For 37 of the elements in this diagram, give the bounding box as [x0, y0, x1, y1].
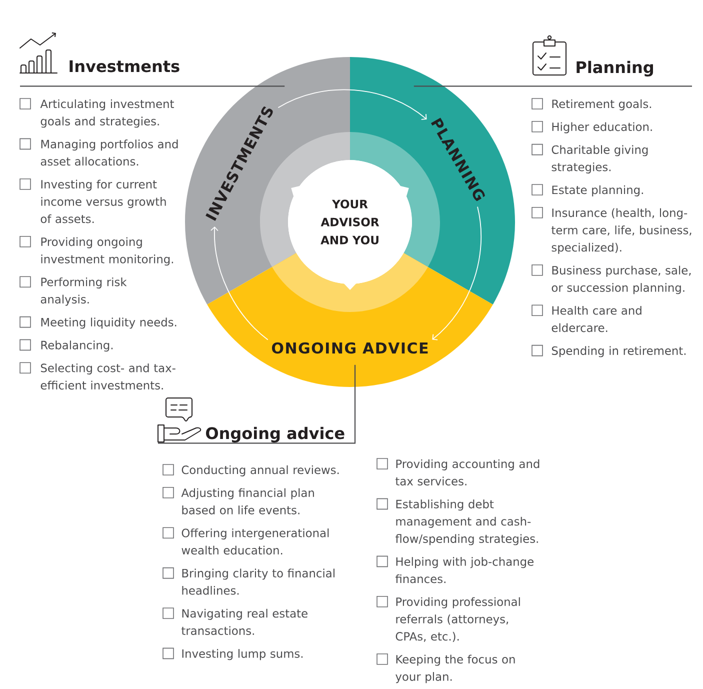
checklist-item: Providing professional referrals (attorneys, CPAs, etc.).	[396, 597, 520, 642]
leader-line	[20, 86, 285, 87]
checklist-item: Business purchase, sale, or succession planning.	[552, 266, 691, 294]
checklist-item: Navigating real estate transactions.	[182, 608, 308, 635]
heading: Ongoing advice	[206, 426, 344, 442]
checklist-item: Investing for current income versus growth of assets.	[40, 180, 166, 224]
checklist-item: Meeting liquidity needs.	[41, 318, 176, 329]
checklist-item: Higher education.	[552, 122, 652, 134]
heading: Investments	[70, 60, 180, 72]
checklist-item: Bringing clarity to financial headlines.	[182, 568, 334, 595]
checklist-item: Managing portfolios and asset allocations.	[40, 140, 178, 166]
curved-arrow	[210, 226, 268, 340]
heading: Planning	[576, 60, 653, 76]
checklist-item: Articulating investment goals and strategies.	[40, 99, 174, 128]
checklist-item: Helping with job-change finances.	[395, 557, 534, 584]
checklist-item: Providing accounting and tax services.	[396, 459, 540, 486]
checklist-item: Adjusting financial plan based on life events.	[181, 488, 314, 514]
checklist-item: Investing lump sums.	[182, 649, 303, 660]
checklist-item: Selecting cost- and tax-efficient investments.	[40, 363, 176, 390]
checklist-item: Establishing debt management and cash-flow/spending strategies.	[395, 500, 538, 546]
curved-arrow	[278, 89, 427, 120]
segment-label: ONGOING ADVICE	[272, 342, 428, 354]
checklist-item: Performing risk analysis.	[40, 277, 127, 306]
checklist-item: Offering intergenerational wealth education.	[182, 528, 329, 555]
checklist-item: Insurance (health, long-term care, life, business, specialized).	[552, 208, 692, 254]
checklist-item: Estate planning.	[552, 185, 643, 196]
checklist-item: Health care and eldercare.	[552, 306, 642, 332]
checklist-item: Rebalancing.	[41, 340, 113, 352]
curved-arrow	[432, 206, 482, 340]
checklist-item: Providing ongoing investment monitoring.	[41, 237, 174, 266]
checklist-item: Charitable giving strategies.	[552, 145, 648, 174]
leader-line	[414, 86, 692, 87]
checklist-item: Keeping the focus on your plan.	[396, 654, 515, 684]
checklist-item: Retirement goals.	[552, 99, 652, 110]
checklist-item: Conducting annual reviews.	[182, 465, 339, 476]
checklist-item: Spending in retirement.	[552, 346, 686, 358]
leader-line	[158, 364, 356, 444]
